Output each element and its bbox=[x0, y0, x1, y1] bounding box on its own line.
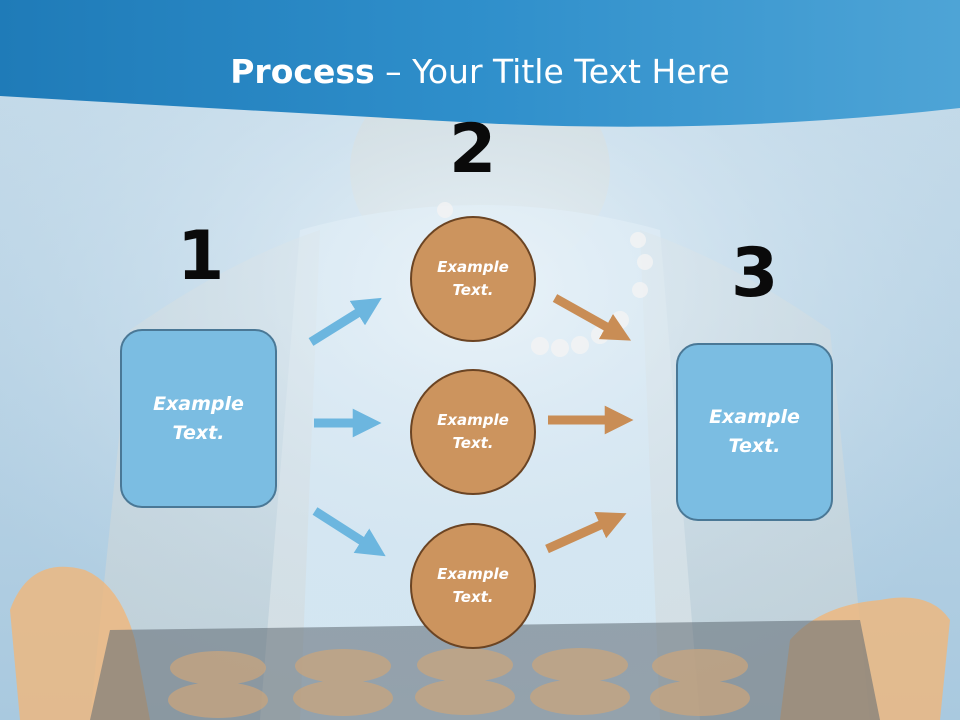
arrow-1-to-top bbox=[308, 297, 382, 346]
circle-bottom-text: Example Text. bbox=[437, 565, 509, 606]
step-2-circle-top[interactable]: Example Text. bbox=[410, 216, 536, 342]
circle-middle-text: Example Text. bbox=[437, 411, 509, 452]
step-number-2: 2 bbox=[449, 110, 497, 189]
title-rest: – Your Title Text Here bbox=[374, 52, 730, 91]
step-1-box[interactable]: Example Text. bbox=[120, 329, 277, 508]
step-number-3: 3 bbox=[731, 234, 779, 313]
arrow-top-to-3 bbox=[552, 294, 632, 341]
arrow-1-to-bottom bbox=[312, 507, 386, 557]
header-wave bbox=[0, 0, 960, 127]
title-bold: Process bbox=[230, 52, 375, 91]
step-number-1: 1 bbox=[177, 217, 225, 296]
step-1-text: Example Text. bbox=[153, 392, 244, 444]
step-3-box[interactable]: Example Text. bbox=[676, 343, 833, 521]
arrow-bottom-to-3 bbox=[545, 511, 627, 554]
step-3-text: Example Text. bbox=[709, 406, 800, 457]
step-2-circle-middle[interactable]: Example Text. bbox=[410, 369, 536, 495]
slide-title: Process – Your Title Text Here bbox=[0, 52, 960, 91]
step-2-circle-bottom[interactable]: Example Text. bbox=[410, 523, 536, 649]
circle-top-text: Example Text. bbox=[437, 258, 509, 299]
